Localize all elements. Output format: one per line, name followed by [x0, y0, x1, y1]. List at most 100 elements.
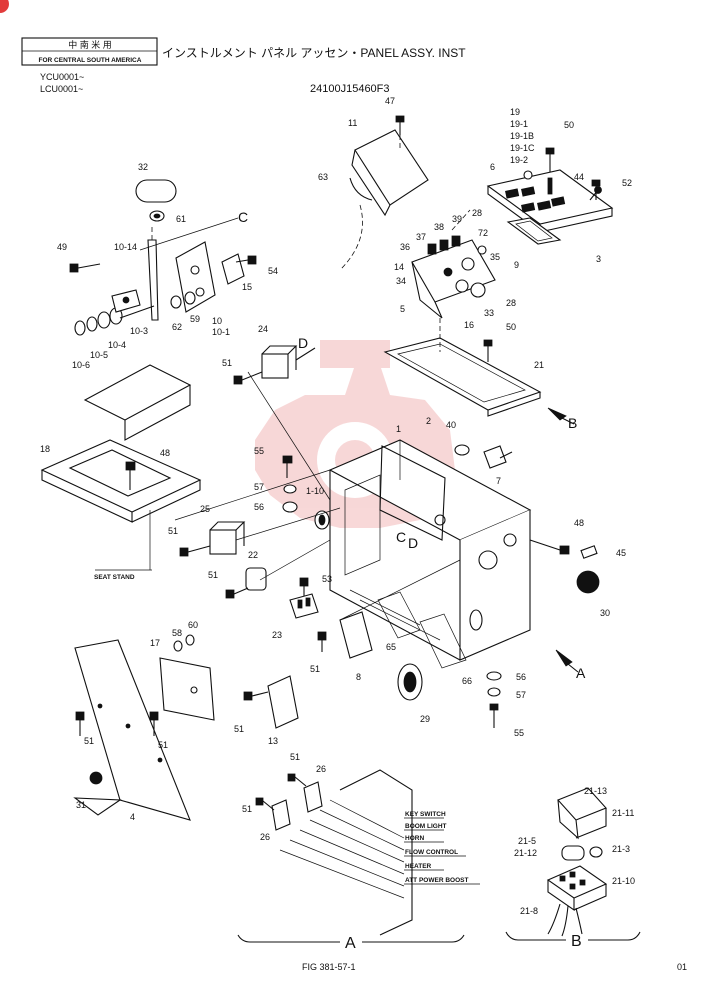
view-arrow-a	[555, 649, 573, 667]
callout: 30	[600, 608, 610, 618]
label-key-switch: KEY SWITCH	[405, 811, 446, 818]
callout: 48	[574, 518, 584, 528]
callout-letter: A	[576, 665, 586, 681]
part-bolt-51-left-pair	[75, 711, 159, 736]
callout: 28	[506, 298, 516, 308]
part-bracket-17	[159, 657, 215, 721]
part-box-8	[339, 611, 373, 659]
callout: 66	[462, 676, 472, 686]
callout: 51	[158, 740, 168, 750]
callout: 10-1	[212, 327, 230, 337]
callout: 10-14	[114, 242, 137, 252]
view-a-bracket	[237, 934, 465, 943]
callout: 40	[446, 420, 456, 430]
part-washers-62-59	[170, 291, 196, 309]
part-bolt-54	[235, 255, 257, 265]
part-bolt-51i	[255, 797, 275, 811]
part-washer-56b	[486, 671, 502, 681]
part-washer-56a	[282, 501, 298, 513]
callout: 26	[316, 764, 326, 774]
part-bolt-51d	[317, 631, 327, 652]
callout: 21-10	[612, 876, 635, 886]
callout: 29	[420, 714, 430, 724]
part-washer-57a	[283, 484, 297, 494]
callout: 16	[464, 320, 474, 330]
part-washer-57b	[487, 687, 501, 697]
part-bar-66	[419, 613, 467, 669]
part-bolt-55b	[489, 703, 499, 728]
callout: 21-8	[520, 906, 538, 916]
callout: 13	[268, 736, 278, 746]
callout: 18	[40, 444, 50, 454]
callout: 65	[386, 642, 396, 652]
part-grommet-29	[397, 663, 423, 701]
callout: 37	[416, 232, 426, 242]
callout: 21-3	[612, 844, 630, 854]
part-bolt-51a	[233, 371, 263, 385]
part-relay-13	[267, 675, 299, 729]
callout-letter: C	[396, 529, 406, 545]
callout: 28	[472, 208, 482, 218]
label-att-power-boost: ATT POWER BOOST	[405, 877, 468, 884]
part-lamp-40	[454, 444, 470, 456]
callout: 45	[616, 548, 626, 558]
figure-number: FIG 381-57-1	[302, 962, 356, 972]
callout: 53	[322, 574, 332, 584]
callout: 35	[490, 252, 500, 262]
callout: 21	[534, 360, 544, 370]
callout: 19-1C	[510, 143, 535, 153]
callout: 11	[348, 118, 357, 128]
region-box-line2: FOR CENTRAL SOUTH AMERICA	[39, 57, 142, 64]
callout: 49	[57, 242, 67, 252]
callout-numbers: 11 47 63 19 19-1 19-1B 19-1C 19-2 50 6 4…	[40, 96, 635, 952]
part-bolt-49	[69, 263, 101, 273]
callout: 19-2	[510, 155, 528, 165]
callout: 8	[356, 672, 361, 682]
part-bolt-51e	[243, 691, 269, 701]
view-b-switch	[546, 787, 608, 937]
part-relay-25	[209, 521, 246, 555]
serial-range-1: YCU0001~	[40, 72, 84, 82]
callout: 31	[76, 800, 86, 810]
label-heater: HEATER	[405, 863, 432, 870]
label-boom-light: BOOM LIGHT	[405, 823, 447, 830]
page-number: 01	[677, 962, 687, 972]
view-letter-b: B	[571, 933, 582, 950]
callout: 4	[130, 812, 135, 822]
callout-letter: B	[568, 415, 577, 431]
part-relay-24	[261, 345, 316, 379]
callout: 10-6	[72, 360, 90, 370]
part-bolt-55a	[282, 455, 293, 478]
callout: 59	[190, 314, 200, 324]
region-box	[21, 37, 158, 66]
view-letter-a: A	[345, 935, 356, 952]
callout: 9	[514, 260, 519, 270]
callout: 1	[396, 424, 401, 434]
callout-letter: C	[238, 209, 248, 225]
callout: 14	[394, 262, 404, 272]
part-plate-seat-stand	[83, 364, 192, 441]
callout-letter: D	[298, 335, 308, 351]
callout: 21-11	[612, 808, 634, 818]
part-plate-9	[506, 217, 562, 245]
part-flasher-22	[245, 567, 267, 591]
callout: 32	[138, 162, 148, 172]
part-bolt-50a	[545, 147, 555, 172]
callout: 7	[496, 476, 501, 486]
part-knob-32	[135, 179, 177, 203]
callout: 51	[84, 736, 94, 746]
callout: 1-10	[306, 486, 324, 496]
callout: 58	[172, 628, 182, 638]
callout: 54	[268, 266, 278, 276]
callout: 51	[222, 358, 232, 368]
part-bolt-47	[395, 115, 405, 135]
part-bolt-50b	[483, 339, 493, 362]
callout: 36	[400, 242, 410, 252]
part-bolt-58-60	[173, 634, 195, 652]
callout: 63	[318, 172, 328, 182]
callout: 39	[452, 214, 462, 224]
callout: 57	[254, 482, 264, 492]
callout: 34	[396, 276, 406, 286]
